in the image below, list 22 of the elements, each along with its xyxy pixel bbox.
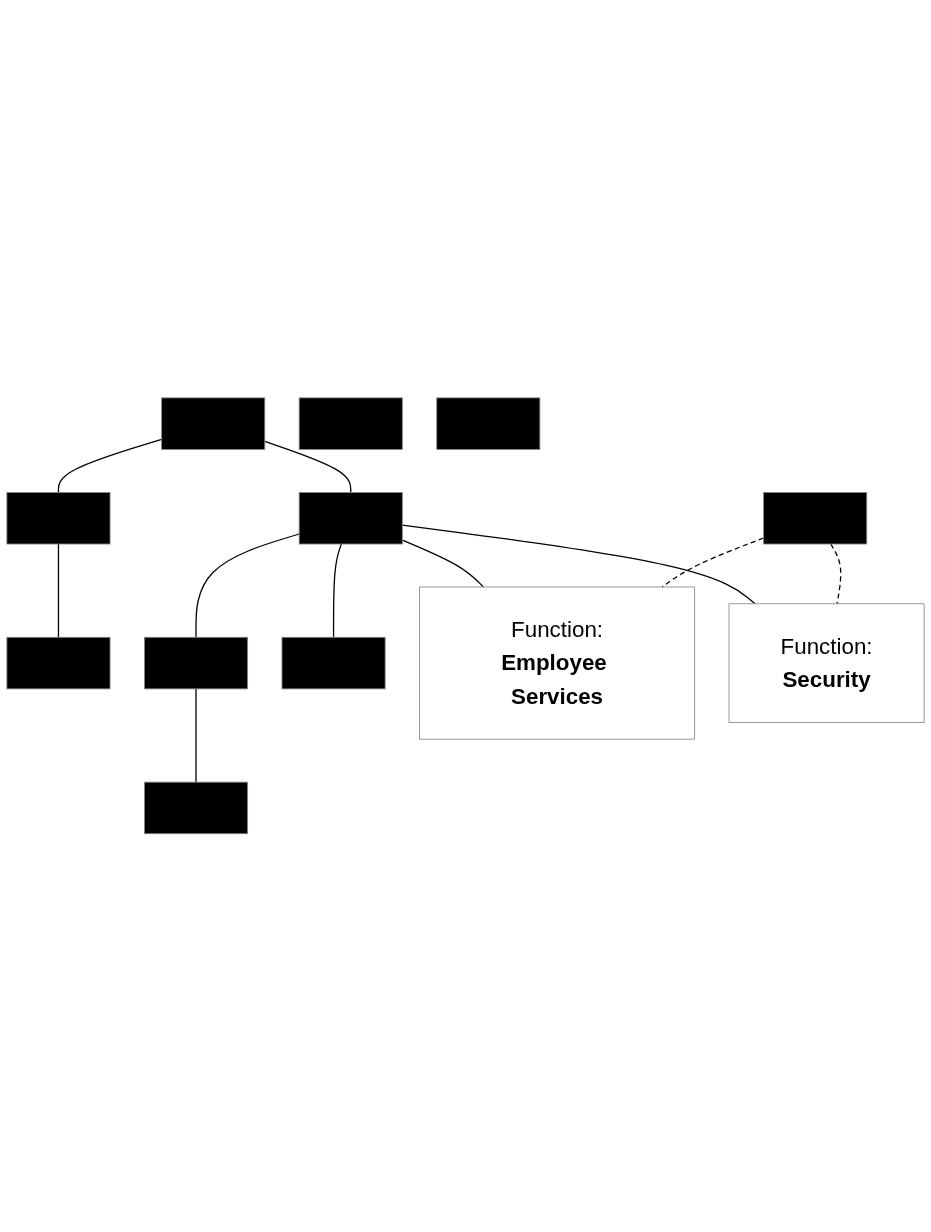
connector xyxy=(332,543,343,639)
node-box xyxy=(161,397,266,451)
connector xyxy=(401,539,484,588)
node-box xyxy=(763,492,868,545)
node-box: Function: Security xyxy=(728,603,925,723)
connector xyxy=(661,537,765,588)
node-box: Function: Employee Services xyxy=(419,586,696,740)
node-box xyxy=(436,397,541,451)
connector xyxy=(57,543,60,639)
connector xyxy=(195,688,197,783)
node-box xyxy=(298,397,403,451)
connector xyxy=(401,524,756,605)
node-box xyxy=(6,492,111,545)
node-box xyxy=(281,637,386,690)
node-box xyxy=(298,492,403,545)
node-box xyxy=(6,637,111,690)
connector xyxy=(264,440,352,494)
connector xyxy=(195,533,300,639)
node-box xyxy=(144,781,248,835)
node-box xyxy=(144,637,248,690)
connector xyxy=(57,438,163,494)
connector xyxy=(830,543,842,605)
